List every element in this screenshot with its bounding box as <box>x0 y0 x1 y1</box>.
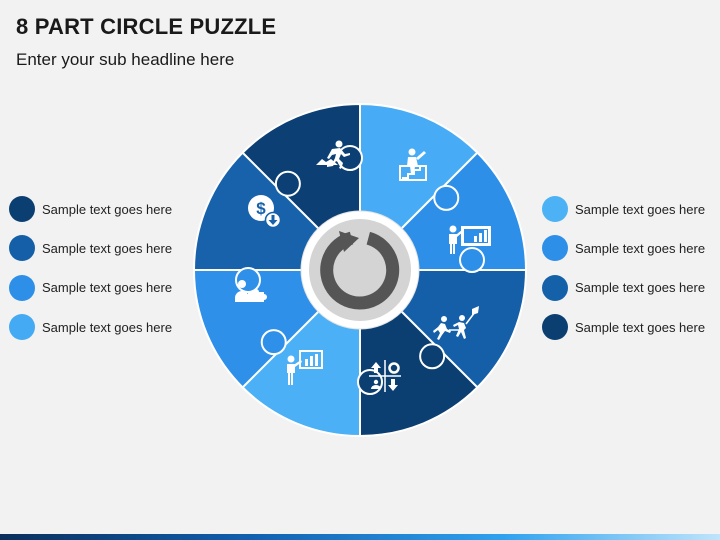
legend-item: Sample text goes here <box>9 235 173 262</box>
presenter-chart-icon <box>287 350 323 385</box>
legend-item: Sample text goes here <box>542 196 705 222</box>
strategy-grid-icon <box>369 360 401 392</box>
puzzle-knob <box>357 369 383 395</box>
legend-item: Sample text goes here <box>542 274 706 301</box>
legend-right: Sample text goes here Sample text goes h… <box>542 196 705 354</box>
legend-bullet <box>9 235 35 262</box>
legend-bullet <box>9 274 35 301</box>
legend-bullet <box>542 235 568 262</box>
legend-item: Sample text goes here <box>9 314 173 341</box>
page-subtitle: Enter your sub headline here <box>16 50 235 69</box>
legend-label: Sample text goes here <box>42 280 173 296</box>
legend-bullet <box>542 274 568 301</box>
legend-item: Sample text goes here <box>9 274 173 301</box>
people-puzzle-icon <box>235 280 267 302</box>
running-team-icon <box>433 306 479 340</box>
legend-bullet <box>542 196 568 222</box>
svg-text:$: $ <box>256 199 266 218</box>
dollar-download-icon: $ <box>248 195 282 229</box>
presentation-board-icon <box>449 225 491 254</box>
puzzle-knob <box>274 170 301 197</box>
puzzle-knob <box>433 184 460 211</box>
puzzle-knob <box>260 329 287 356</box>
refresh-cycle-icon <box>320 231 400 310</box>
legend-bullet <box>9 196 35 222</box>
legend-label: Sample text goes here <box>42 201 173 217</box>
segment-icons: $ <box>235 140 491 392</box>
puzzle-knob <box>235 267 261 293</box>
center-hub <box>300 210 420 330</box>
footer-bar <box>0 534 720 540</box>
page-title: 8 PART CIRCLE PUZZLE <box>16 14 277 39</box>
legend-label: Sample text goes here <box>575 280 706 296</box>
legend-label: Sample text goes here <box>575 319 706 335</box>
legend-bullet <box>542 314 568 341</box>
legend-label: Sample text goes here <box>575 240 706 256</box>
puzzle-knob <box>419 343 446 370</box>
legend-bullet <box>9 314 35 341</box>
legend-label: Sample text goes here <box>42 319 173 335</box>
legend-item: Sample text goes here <box>542 314 706 341</box>
climbing-stairs-icon <box>399 148 427 181</box>
legend-left: Sample text goes here Sample text goes h… <box>9 196 172 354</box>
puzzle-knob <box>459 247 485 273</box>
legend-item: Sample text goes here <box>9 196 172 222</box>
legend-label: Sample text goes here <box>575 201 706 217</box>
mountain-runner-icon <box>316 140 350 169</box>
legend-label: Sample text goes here <box>42 240 173 256</box>
legend-item: Sample text goes here <box>542 235 706 262</box>
